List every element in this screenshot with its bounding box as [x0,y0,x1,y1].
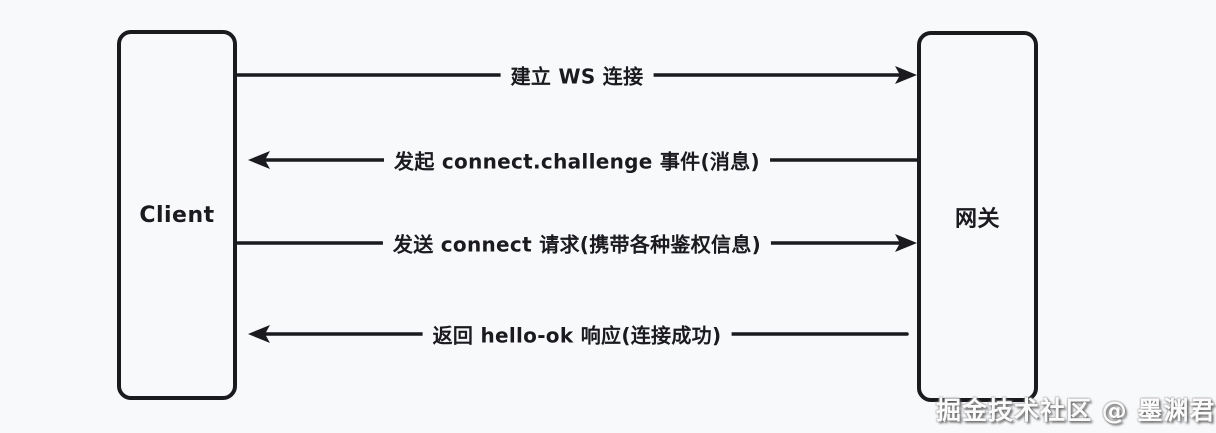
message-connect-challenge-event: 发起 connect.challenge 事件(消息) [237,138,917,182]
message-label: 发送 connect 请求(携带各种鉴权信息) [382,228,772,258]
actor-client-box: Client [117,30,237,400]
watermark: 掘金技术社区 @ 墨渊君 [936,396,1216,425]
message-hello-ok-response: 返回 hello-ok 响应(连接成功) [237,312,917,356]
message-label: 发起 connect.challenge 事件(消息) [384,145,770,175]
message-connect-request: 发送 connect 请求(携带各种鉴权信息) [237,221,917,265]
message-label: 返回 hello-ok 响应(连接成功) [422,319,732,349]
actor-gateway-box: 网关 [917,31,1038,402]
actor-client-label: Client [139,202,215,228]
message-label: 建立 WS 连接 [500,60,654,90]
message-establish-ws-connection: 建立 WS 连接 [237,53,917,97]
actor-gateway-label: 网关 [954,206,1000,232]
